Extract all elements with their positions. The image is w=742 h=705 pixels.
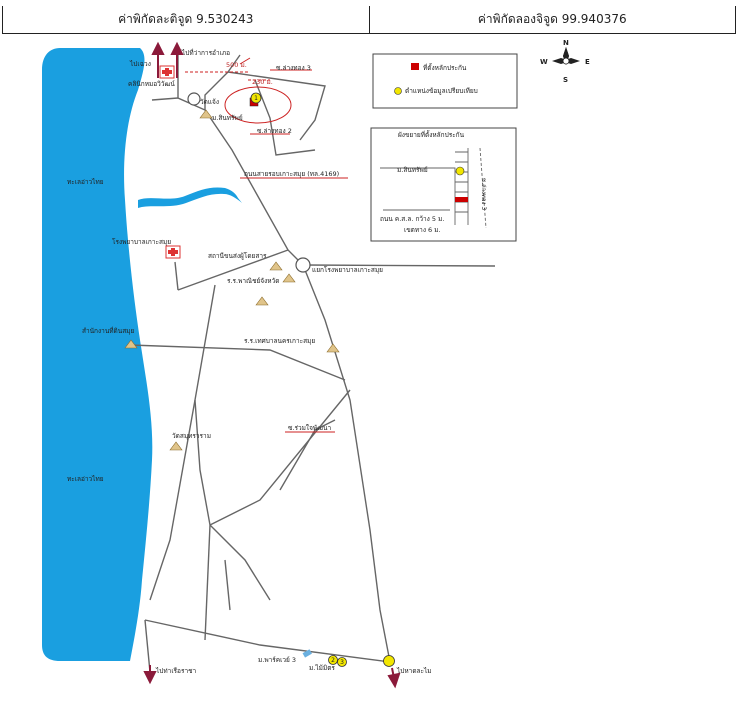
legend-comparable-label: ตำแหน่งข้อมูลเปรียบเทียบ [405, 87, 478, 95]
temple-icon [169, 441, 183, 451]
latitude-value: ค่าพิกัดละติจูด 9.530243 [2, 6, 369, 33]
label-distance-230: 230 ม. [252, 78, 273, 86]
marker-number: 3 [340, 659, 344, 666]
label-park-3: ม.พาร์คเวย์ 3 [258, 656, 296, 664]
inset-map: ผังขยายที่ตั้งหลักประกัน ม.สินทรัพย์ ซ.ล… [370, 127, 517, 242]
label-sea-north: ทะเลอ่าวไทย [67, 178, 104, 186]
label-land-office: สำนักงานที่ดินสมุย [82, 326, 134, 335]
comparable-marker-1 [250, 92, 262, 104]
legend-property-label: ที่ตั้งหลักประกัน [423, 63, 467, 72]
landmark-icon [282, 273, 296, 283]
landmark-icon [269, 261, 283, 271]
label-m-maimit: ม.ไม้มิตร [309, 664, 335, 672]
label-school-phanit: ร.ร.พาณิชย์จังหวัด [227, 277, 279, 285]
inset-lane-label: ซ.ล่างทอง 3 [480, 178, 487, 210]
coordinate-header: ค่าพิกัดละติจูด 9.530243 ค่าพิกัดลองจิจู… [2, 6, 736, 34]
sea-area [42, 48, 153, 661]
road-network [129, 50, 496, 673]
legend-box: ที่ตั้งหลักประกัน ตำแหน่งข้อมูลเปรียบเที… [372, 53, 518, 109]
inset-easement: เขตทาง 6 ม. [404, 226, 441, 234]
label-to-lamai: ไปหาดละไม [396, 667, 432, 675]
label-to-ao-thong: ไปท่าเรือราชา [155, 667, 196, 675]
legend-comparable-swatch [394, 87, 402, 95]
clinic-icon [159, 65, 175, 79]
comparable-marker-3 [337, 657, 347, 667]
junction-circle [187, 92, 201, 106]
legend-property-swatch [411, 63, 419, 70]
label-hospital: โรงพยาบาลเกาะสมุย [112, 238, 171, 246]
label-sea-south: ทะเลอ่าวไทย [67, 475, 104, 483]
landmark-icon [326, 343, 340, 353]
park-marker [302, 649, 312, 658]
label-clinic: คลินิกหมอวิวัฒน์ [128, 80, 175, 88]
temple-icon [199, 109, 213, 119]
comparable-marker-2 [328, 655, 338, 665]
compass-south: S [563, 76, 568, 84]
label-m-sinsap: ม.สินทรัพย์ [212, 114, 243, 122]
compass-rose: N S E W [540, 39, 590, 84]
label-ring-road: ถนนสายรอบเกาะสมุย (ทล.4169) [244, 170, 339, 178]
route-arrows [143, 41, 401, 689]
label-to-chaweng: ไปเฉวง [129, 60, 151, 68]
longitude-value: ค่าพิกัดลองจิจูด 99.940376 [368, 6, 736, 33]
label-school-municipal: ร.ร.เทศบาลนครเกาะสมุย [244, 337, 315, 345]
landmark-icon [124, 339, 138, 349]
compass-east: E [585, 58, 590, 66]
label-soi-3: ซ.ล่างทอง 3 [276, 64, 311, 72]
label-to-district-office: ไปที่ว่าการอำเภอ [181, 48, 230, 57]
distance-markers [185, 57, 348, 433]
marker-number: 2 [331, 657, 335, 664]
inset-property-marker [455, 197, 468, 202]
label-wat-khaeng: วัดแจ้ง [200, 98, 219, 106]
label-soi-ruam: ซ.ร่วมใจพัฒนา [288, 424, 331, 432]
compass-north: N [563, 39, 569, 47]
label-health-station: สถานีขนส่งผู้โดยสาร [208, 252, 267, 260]
landmark-icon [255, 296, 269, 306]
label-junction-hospital: แยกโรงพยาบาลเกาะสมุย [312, 266, 383, 274]
label-wat-samut: วัดสมุทราราม [172, 432, 211, 440]
hospital-icon [165, 245, 181, 259]
inset-road-note: ถนน ค.ส.ล. กว้าง 5 ม. [380, 215, 444, 223]
comparable-marker-4 [383, 655, 395, 667]
inset-village-label: ม.สินทรัพย์ [397, 166, 428, 174]
inset-comparable-marker [455, 166, 465, 176]
label-distance-500: 500 ม. [226, 61, 247, 69]
marker-number: 1 [254, 95, 258, 102]
label-soi-2: ซ.ล่างทอง 2 [257, 127, 292, 135]
inset-title: ผังขยายที่ตั้งหลักประกัน [398, 130, 465, 139]
compass-west: W [540, 58, 548, 66]
river [138, 187, 242, 208]
junction-circle [295, 257, 311, 273]
